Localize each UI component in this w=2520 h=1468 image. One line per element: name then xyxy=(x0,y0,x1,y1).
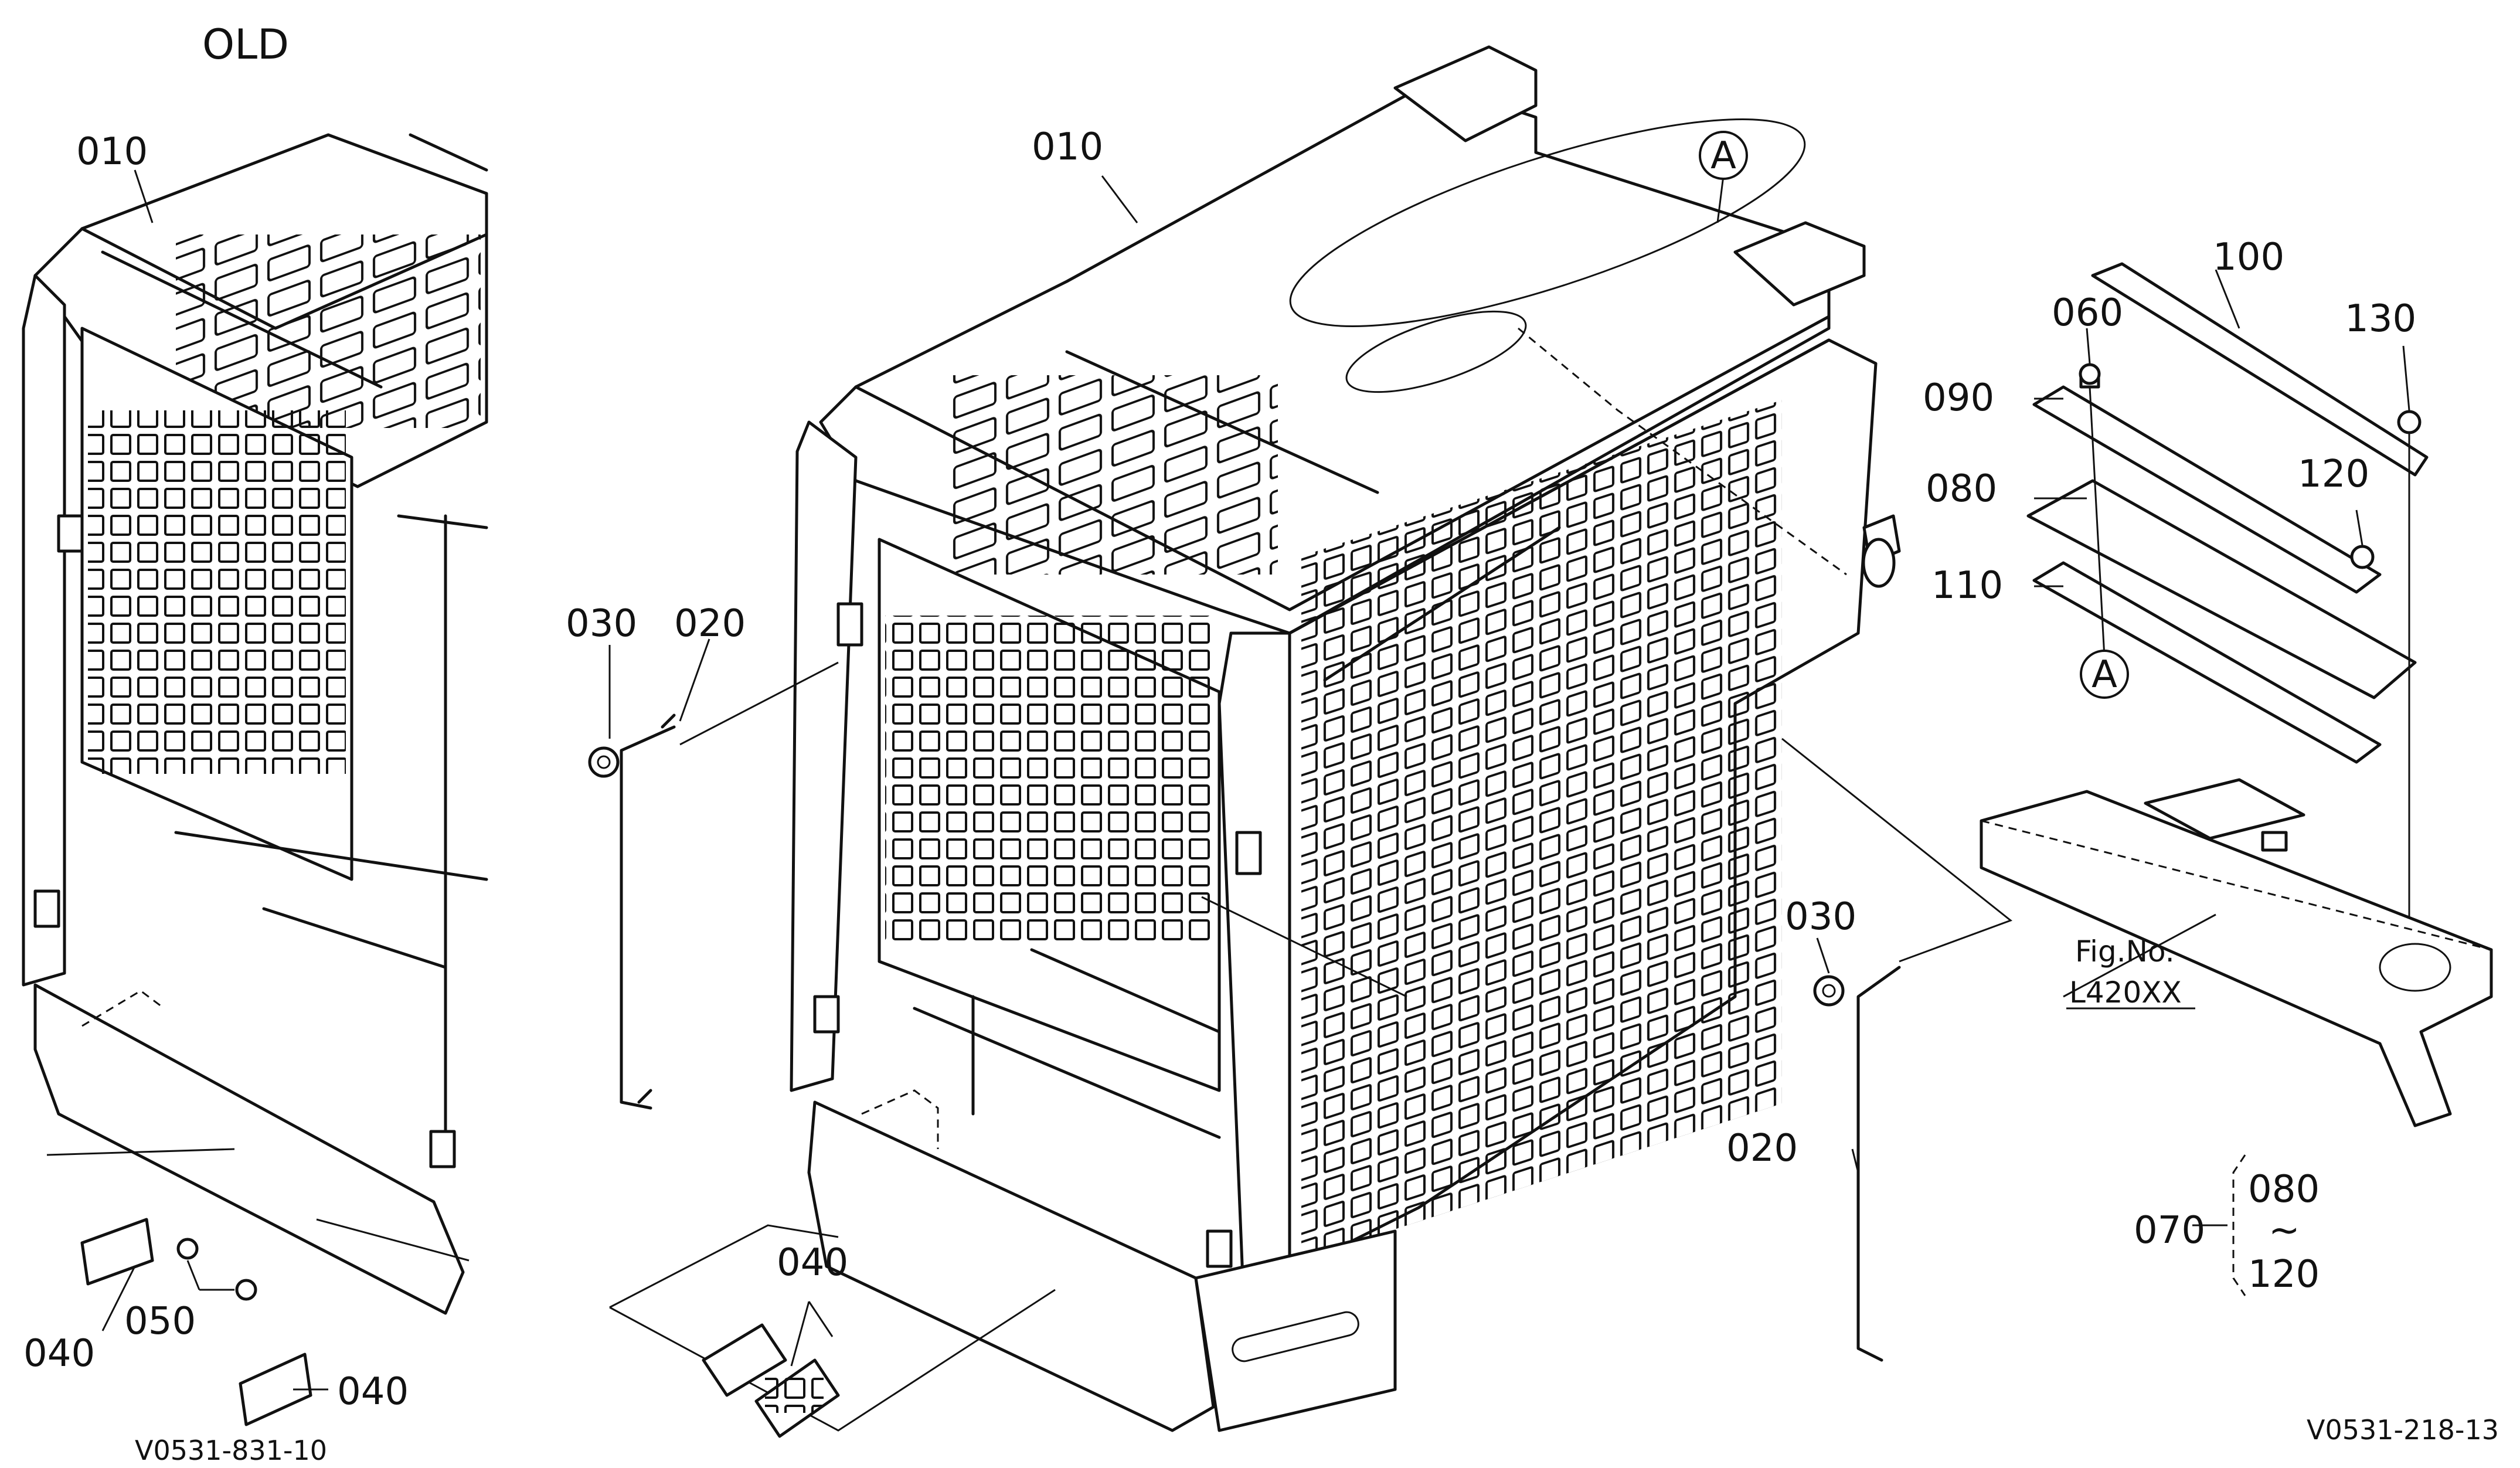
leader-lines xyxy=(101,169,2410,1391)
callout-120: 120 xyxy=(2298,453,2369,496)
callout-130: 130 xyxy=(2345,297,2416,341)
callout-new-030-a: 030 xyxy=(566,602,637,645)
new-canopy-drawing xyxy=(588,45,2013,1438)
callout-old-010: 010 xyxy=(76,130,148,174)
reference-a-top-label: A xyxy=(1710,134,1736,178)
callout-old-050: 050 xyxy=(124,1300,196,1343)
callout-new-040: 040 xyxy=(777,1241,848,1284)
callout-090: 090 xyxy=(1923,376,1994,420)
callout-060: 060 xyxy=(2052,291,2123,335)
callout-110: 110 xyxy=(1931,564,2003,607)
callout-new-030-b: 030 xyxy=(1785,895,1856,939)
exploded-parts-drawing xyxy=(1980,262,2493,1296)
old-canopy-drawing xyxy=(22,133,488,1426)
callout-100: 100 xyxy=(2213,236,2284,279)
reference-a-bottom-label: A xyxy=(2092,653,2117,696)
callout-070: 070 xyxy=(2134,1209,2205,1252)
callout-old-040-b: 040 xyxy=(337,1370,409,1413)
fig-no-label: Fig.No. xyxy=(2075,935,2175,969)
callout-new-020-b: 020 xyxy=(1726,1127,1798,1170)
group-range-tilde: ~ xyxy=(2269,1209,2300,1252)
group-range-start: 080 xyxy=(2248,1168,2320,1211)
title-old: OLD xyxy=(202,21,289,69)
reference-a-bottom xyxy=(2080,650,2129,699)
fig-code-label: L420XX xyxy=(2069,976,2182,1010)
group-range-end: 120 xyxy=(2248,1253,2320,1296)
text-labels: OLD 010 040 050 040 010 030 020 040 030 … xyxy=(23,21,2499,1466)
callout-old-040-a: 040 xyxy=(23,1332,95,1375)
callout-080: 080 xyxy=(1926,467,1997,511)
new-drawing-code: V0531-218-13 xyxy=(2307,1414,2499,1446)
callout-new-020-a: 020 xyxy=(674,602,746,645)
old-drawing-code: V0531-831-10 xyxy=(135,1435,327,1466)
reference-a-top xyxy=(1699,131,1748,180)
callout-new-010: 010 xyxy=(1032,125,1103,169)
